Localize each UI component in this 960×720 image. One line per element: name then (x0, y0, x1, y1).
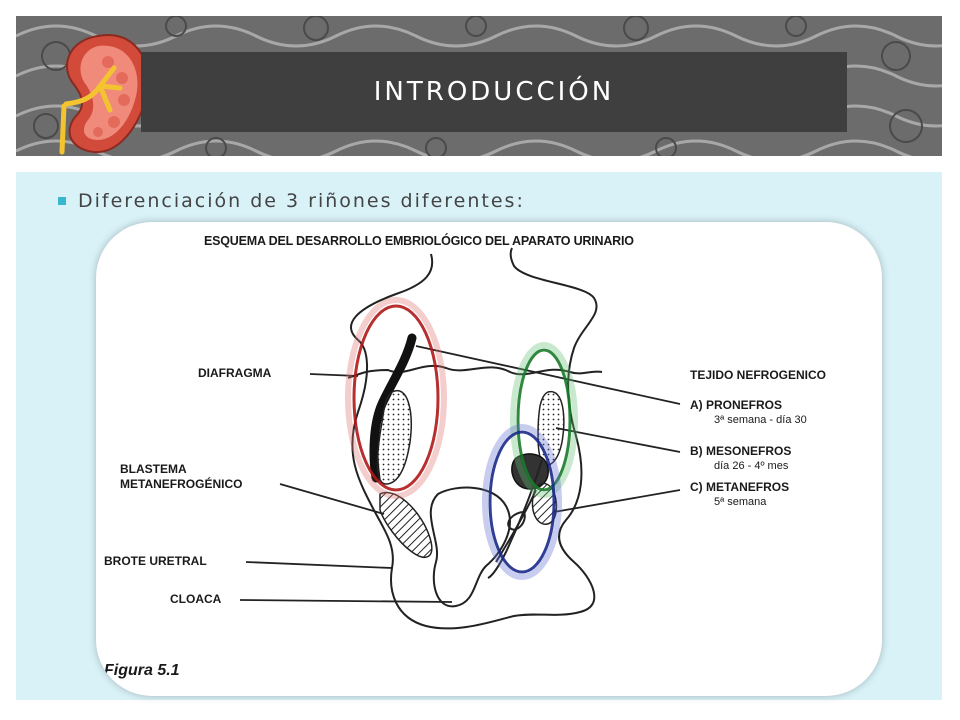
label-mesonefros-sub: día 26 - 4º mes (714, 460, 789, 472)
label-metanefros-sub: 5ª semana (714, 496, 767, 508)
embryology-diagram: ESQUEMA DEL DESARROLLO EMBRIOLÓGICO DEL … (96, 222, 882, 696)
mesonephros-highlight (516, 348, 572, 492)
label-pronefros-sub: 3ª semana - día 30 (714, 414, 807, 426)
label-blastema-1: BLASTEMA (120, 462, 187, 476)
urinary-drawing (239, 247, 681, 630)
metanephros-highlight (488, 430, 556, 574)
kidney-logo (59, 33, 150, 155)
slide-title: INTRODUCCIÓN (373, 77, 615, 107)
bullet-square-icon (58, 197, 66, 205)
title-bar: INTRODUCCIÓN (141, 52, 847, 132)
label-diafragma: DIAFRAGMA (198, 366, 272, 380)
bullet-item: Diferenciación de 3 riñones diferentes: (58, 190, 525, 212)
label-cloaca: CLOACA (170, 592, 222, 606)
label-tejido: TEJIDO NEFROGENICO (690, 368, 827, 382)
label-brote-uretral: BROTE URETRAL (104, 554, 207, 568)
label-pronefros: A) PRONEFROS (690, 398, 783, 412)
pronefros-highlight (352, 304, 440, 492)
bullet-text: Diferenciación de 3 riñones diferentes: (78, 190, 525, 212)
diagram-heading: ESQUEMA DEL DESARROLLO EMBRIOLÓGICO DEL … (204, 234, 634, 248)
label-metanefros: C) METANEFROS (690, 480, 790, 494)
label-mesonefros: B) MESONEFROS (690, 444, 792, 458)
label-blastema-2: METANEFROGÉNICO (120, 477, 243, 491)
figure-caption: Figura 5.1 (104, 662, 180, 679)
